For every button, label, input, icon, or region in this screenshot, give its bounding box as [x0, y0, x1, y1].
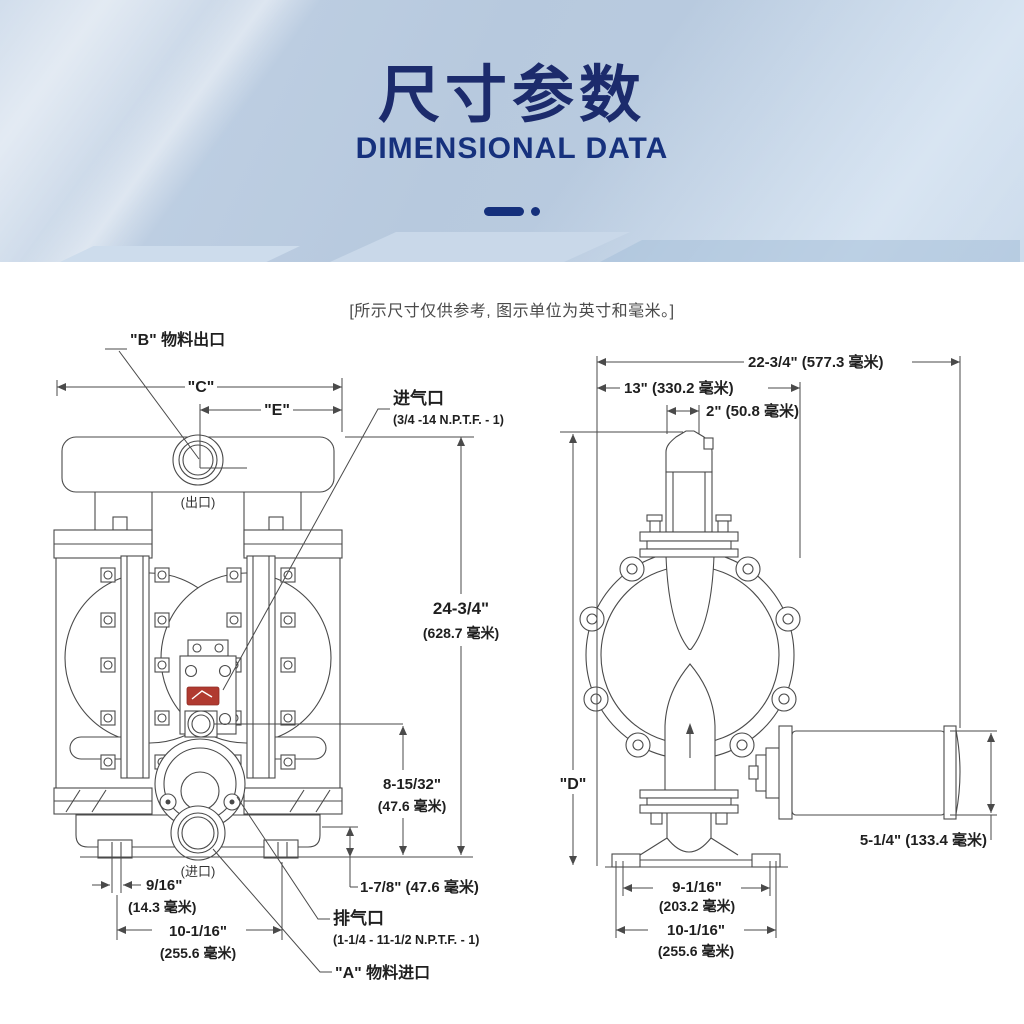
air-valve-assembly [179, 639, 237, 738]
label-mid-mm: (47.6 毫米) [378, 798, 446, 814]
brand-badge [186, 686, 220, 706]
label-mid-in: 8-15/32" [383, 776, 441, 793]
pump-front-view [53, 434, 473, 861]
page-header: 尺寸参数 DIMENSIONAL DATA [0, 0, 1024, 262]
label-dim-c: "C" [188, 379, 215, 396]
label-height-in: 24-3/4" [433, 599, 489, 618]
divider-bar-icon [484, 207, 524, 217]
label-muffler-dim: 5-1/4" (133.4 毫米) [860, 831, 987, 849]
label-exhaust-spec: (1-1/4 - 11-1/2 N.P.T.F. - 1) [333, 933, 479, 947]
page-subtitle: DIMENSIONAL DATA [355, 132, 669, 165]
label-slot-in: 9/16" [146, 877, 182, 894]
label-inlet-sub: (进口) [181, 864, 216, 879]
header-deco-shape [60, 246, 300, 262]
label-dim-d: "D" [560, 776, 587, 793]
label-b-outlet: "B" 物料出口 [130, 330, 225, 349]
front-view-dimensions: "C" "E" "B" 物料出口 进气口 (3/4 -14 N.P.T.F. -… [56, 330, 524, 982]
label-obase-in: 10-1/16" [667, 922, 725, 939]
label-air-inlet: 进气口 [393, 388, 444, 408]
label-obase-mm: (255.6 毫米) [658, 943, 734, 959]
label-outlet-sub: (出口) [181, 495, 216, 510]
label-w13: 13" (330.2 毫米) [624, 379, 734, 397]
label-width-in: 10-1/16" [169, 923, 227, 940]
pump-side-view [579, 430, 961, 868]
side-view-dimensions: 22-3/4" (577.3 毫米) 13" (330.2 毫米) 2" (50… [556, 352, 997, 959]
label-height-mm: (628.7 毫米) [423, 625, 499, 641]
page-title: 尺寸参数 [377, 61, 646, 130]
label-gap: 1-7/8" (47.6 毫米) [360, 878, 479, 896]
label-exhaust: 排气口 [333, 908, 384, 928]
label-base-in: 9-1/16" [672, 879, 722, 896]
reference-note: [所示尺寸仅供参考, 图示单位为英寸和毫米。] [349, 303, 675, 320]
label-air-inlet-spec: (3/4 -14 N.P.T.F. - 1) [393, 413, 504, 427]
dimensional-drawing: "C" "E" "B" 物料出口 进气口 (3/4 -14 N.P.T.F. -… [53, 330, 997, 982]
title-divider [0, 203, 1024, 217]
label-dim-e: "E" [264, 402, 290, 419]
label-slot-mm: (14.3 毫米) [128, 899, 196, 915]
header-deco-shape [600, 240, 1020, 262]
label-a-inlet: "A" 物料进口 [335, 963, 430, 982]
divider-dot-icon [531, 207, 540, 217]
chamber-bolt-lugs [579, 556, 801, 758]
label-overall-w: 22-3/4" (577.3 毫米) [748, 353, 884, 371]
label-w2: 2" (50.8 毫米) [706, 402, 799, 420]
label-base-mm: (203.2 毫米) [659, 898, 735, 914]
muffler [748, 725, 961, 820]
label-width-mm: (255.6 毫米) [160, 945, 236, 961]
